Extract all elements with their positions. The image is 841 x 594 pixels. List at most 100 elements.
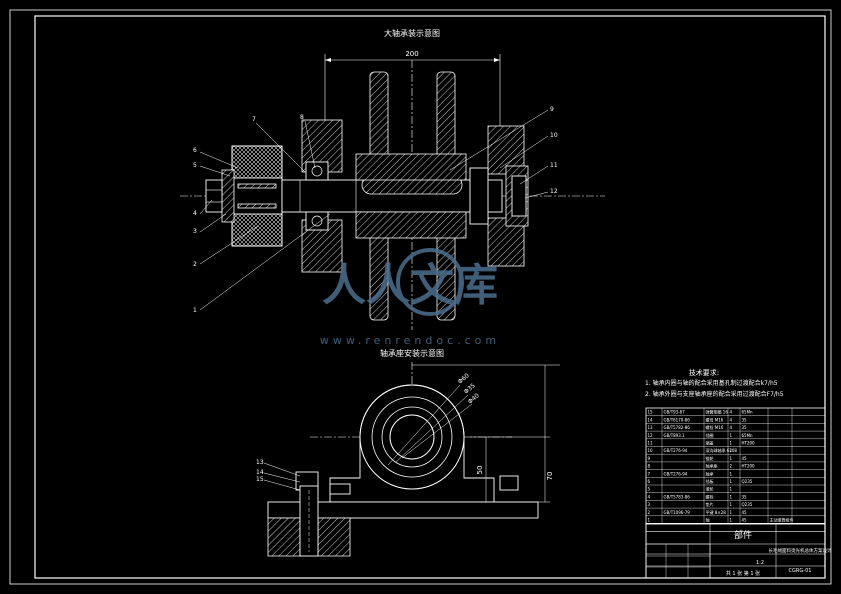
bom-cell: 45 [742, 518, 748, 523]
bom-cell: 3 [648, 502, 651, 507]
bom-cell: 13 [648, 425, 654, 430]
bom-cell: 8 [648, 464, 651, 469]
svg-text:10: 10 [550, 132, 558, 139]
svg-text:8: 8 [300, 114, 304, 121]
bom-cell: 垫片 [706, 501, 714, 507]
bom-cell: 1 [730, 448, 733, 453]
bom-cell: 10 [648, 448, 654, 453]
bom-cell: 2 [730, 464, 733, 469]
bom-cell: 弹簧垫圈 16 [706, 409, 729, 415]
sprocket [355, 71, 467, 321]
svg-text:70: 70 [546, 472, 554, 481]
svg-text:13: 13 [256, 459, 264, 466]
svg-text:共 1 张 第 1 张: 共 1 张 第 1 张 [726, 570, 760, 577]
bom-cell: HT200 [742, 441, 756, 446]
svg-text:11: 11 [550, 162, 558, 169]
bom-cell: 12 [648, 433, 654, 438]
bom-cell: GB/T93-87 [664, 410, 686, 415]
bom-cell: 轴承座 [706, 463, 718, 469]
bom-cell: 主动滚筒组件 [770, 517, 794, 523]
bom-cell: GB/T893.1 [664, 433, 686, 438]
svg-text:3: 3 [193, 228, 197, 235]
bom-cell: 4 [730, 425, 733, 430]
right-balloons: 9 10 11 12 [449, 106, 558, 199]
bom-cell: 11 [648, 441, 654, 446]
bom-cell: 15 [648, 410, 654, 415]
bearing-seat [295, 384, 519, 503]
bom-cell: 1 [730, 487, 733, 492]
bom-cell: 1 [730, 441, 733, 446]
bom-cell: Q235 [742, 502, 753, 507]
svg-text:12: 12 [550, 188, 558, 195]
bom-cell: 挡圈 [706, 432, 714, 438]
bom-cell: 挡板 [706, 478, 714, 484]
svg-text:2. 轴承外圈与支座轴承座的配合采用过渡配合F7/h5: 2. 轴承外圈与支座轴承座的配合采用过渡配合F7/h5 [645, 390, 784, 398]
bom-cell: GB/T1096-79 [664, 510, 691, 515]
bom-cell: 1 [730, 494, 733, 499]
bom-cell: 1 [730, 510, 733, 515]
bom-cell: HT200 [742, 464, 756, 469]
bom-cell: 9 [648, 456, 651, 461]
right-bearing-housing [469, 125, 529, 267]
svg-text:人人文库: 人人文库 [322, 260, 498, 311]
bom-cell: 轴承 [706, 470, 714, 476]
svg-text:部件: 部件 [734, 529, 752, 541]
title-block: 部件 长毛绒面料烫光机总体方案设计 CGRG-01 1:2 共 1 张 第 1 … [645, 523, 832, 579]
technical-requirements: 技术要求: 1. 轴承内圈与轴的配合采用基孔制过渡配合k7/h5 2. 轴承外圈… [645, 368, 784, 398]
bom-cell: GB/T276-94 [664, 448, 688, 453]
bom-cell: GB/T5782-86 [664, 425, 691, 430]
svg-text:9: 9 [550, 106, 554, 113]
svg-text:14: 14 [256, 469, 264, 476]
svg-text:4: 4 [193, 210, 197, 217]
svg-text:1. 轴承内圈与轴的配合采用基孔制过渡配合k7/h5: 1. 轴承内圈与轴的配合采用基孔制过渡配合k7/h5 [645, 379, 778, 387]
svg-text:www.renrendoc.com: www.renrendoc.com [320, 334, 500, 347]
dim-200: 200 [324, 50, 501, 140]
bom-cell: 4 [648, 494, 651, 499]
svg-text:1:2: 1:2 [756, 560, 764, 566]
inner-frame [34, 15, 826, 579]
bom-cell: Q235 [742, 479, 753, 484]
bom-cell: 35 [742, 494, 748, 499]
bom-cell: 螺栓 M16 [706, 424, 724, 430]
bom-cell: 45 [742, 456, 748, 461]
svg-text:6: 6 [193, 147, 197, 154]
bom-cell: 滚轮 [706, 486, 714, 492]
bom-cell: 链轮 [706, 455, 714, 461]
svg-text:5: 5 [193, 162, 197, 169]
svg-text:200: 200 [405, 50, 418, 58]
bom-cell: 1 [730, 433, 733, 438]
base-plate [267, 485, 539, 557]
bom-cell: GB/T276-94 [664, 471, 688, 476]
bom-cell: 平键 8×28 [706, 509, 727, 515]
bom-cell: 5 [648, 487, 651, 492]
svg-text:CGRG-01: CGRG-01 [789, 568, 812, 574]
outer-frame [9, 9, 832, 585]
bom-cell: 45 [742, 510, 748, 515]
end-bolt [205, 179, 223, 213]
bom-cell: 35 [742, 425, 748, 430]
svg-text:2: 2 [193, 261, 197, 268]
bom-cell: 深沟球轴承 6208 [706, 447, 738, 453]
bom-cell: 1 [730, 479, 733, 484]
bottom-balloons: 13 14 15 [256, 459, 301, 491]
bom-cell: 65Mn [742, 410, 754, 415]
svg-text:1: 1 [193, 307, 197, 314]
top-view-title: 大轴承装示意图 [384, 28, 440, 38]
bom-cell: 螺母 M16 [706, 416, 724, 422]
bom-cell: GB/T6170-86 [664, 417, 691, 422]
bom-cell: 6 [648, 479, 651, 484]
roller [221, 145, 283, 247]
bom-cell: 端盖 [706, 440, 714, 446]
svg-text:7: 7 [252, 116, 256, 123]
bom-cell: 1 [730, 518, 733, 523]
bom-cell: 14 [648, 417, 654, 422]
bom-cell: 螺栓 [706, 493, 714, 499]
bom-cell: 1 [730, 471, 733, 476]
bom-cell: 1 [730, 502, 733, 507]
bom-cell: GB/T5783-86 [664, 494, 691, 499]
watermark: 人人文库 www.renrendoc.com [320, 248, 500, 347]
bom-cell: 4 [730, 410, 733, 415]
bom-cell: 65Mn [742, 433, 754, 438]
